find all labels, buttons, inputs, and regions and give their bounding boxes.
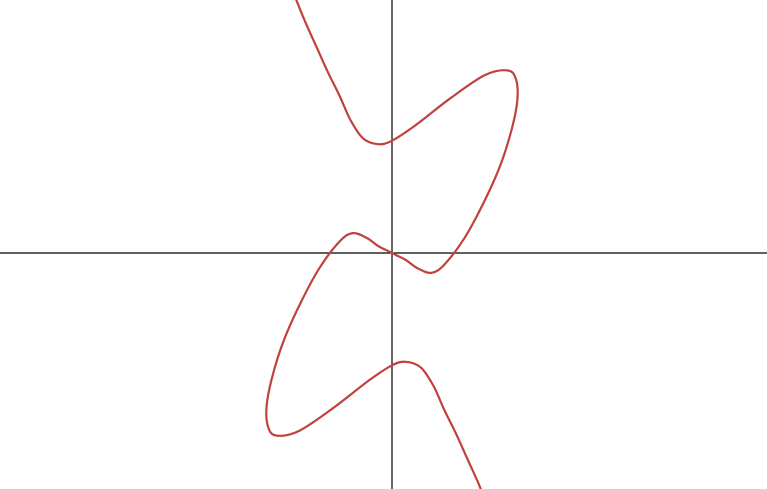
curve-line	[265, 0, 519, 489]
curve-group	[265, 0, 519, 489]
